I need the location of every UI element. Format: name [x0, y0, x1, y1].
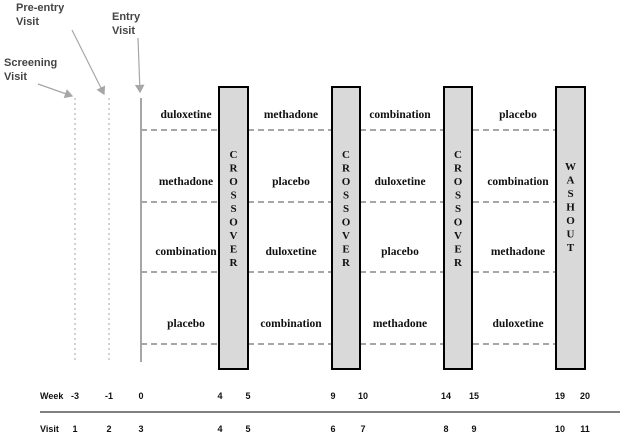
visit-row-label: Visit	[40, 424, 59, 434]
box-letter: O	[342, 217, 351, 229]
crossover-box	[331, 86, 361, 370]
box-letter: R	[454, 257, 463, 269]
box-letter: E	[342, 244, 349, 256]
box-letter: O	[229, 176, 238, 188]
week-value: 9	[330, 391, 335, 401]
box-letter: C	[454, 149, 462, 161]
box-letter: S	[230, 203, 236, 215]
treatment-label: placebo	[499, 109, 537, 121]
week-value: -3	[71, 391, 79, 401]
week-value: 15	[469, 391, 479, 401]
treatment-label: methadone	[373, 318, 427, 330]
visit-value: 6	[330, 424, 335, 434]
box-letter: S	[455, 203, 461, 215]
box-letter: O	[229, 217, 238, 229]
visit-value: 1	[72, 424, 77, 434]
week-row-label: Week	[40, 391, 64, 401]
treatment-label: combination	[369, 109, 431, 121]
box-letter: H	[566, 202, 575, 214]
box-letter: T	[567, 242, 575, 254]
pre-entry-visit-label: Pre-entry Visit	[16, 2, 67, 28]
visit-value: 10	[555, 424, 565, 434]
visit-value: 3	[138, 424, 143, 434]
box-letter: R	[342, 257, 351, 269]
box-letter: R	[230, 257, 239, 269]
box-letter: V	[230, 230, 238, 242]
washout-box	[555, 86, 586, 370]
crossover-box	[443, 86, 473, 370]
treatment-label: methadone	[491, 246, 545, 258]
box-letter: R	[454, 163, 463, 175]
box-letter: C	[342, 149, 350, 161]
entry-arrow	[134, 37, 145, 94]
treatment-label: placebo	[272, 176, 310, 188]
box-letter: S	[343, 190, 349, 202]
box-letter: U	[567, 229, 575, 241]
visit-value: 7	[360, 424, 365, 434]
box-letter: S	[230, 190, 236, 202]
week-value: 19	[555, 391, 565, 401]
box-letter: A	[567, 175, 575, 187]
box-letter: O	[342, 176, 351, 188]
treatment-label: methadone	[264, 109, 318, 121]
treatment-label: duloxetine	[374, 176, 425, 188]
entry-visit-label: Entry Visit	[112, 11, 143, 37]
treatment-label: combination	[487, 176, 549, 188]
treatment-label: duloxetine	[160, 109, 211, 121]
pre-entry-arrow	[71, 29, 106, 96]
box-letter: O	[566, 215, 575, 227]
visit-value: 5	[245, 424, 250, 434]
treatment-label: placebo	[167, 318, 205, 330]
week-value: 0	[138, 391, 143, 401]
week-ticks: -3 -1 0 4 5 9 10 14 15 19 20	[71, 391, 590, 401]
visit-ticks: 1 2 3 4 5 6 7 8 9 10 11	[72, 424, 589, 434]
treatment-label: methadone	[159, 176, 213, 188]
crossover-box	[218, 86, 249, 370]
week-value: 5	[245, 391, 250, 401]
screening-arrow	[37, 83, 74, 99]
treatment-label: duloxetine	[265, 246, 316, 258]
box-letter: R	[342, 163, 351, 175]
week-value: 10	[358, 391, 368, 401]
week-value: -1	[105, 391, 113, 401]
week-value: 4	[217, 391, 222, 401]
visit-value: 2	[106, 424, 111, 434]
treatment-label: placebo	[381, 246, 419, 258]
visit-value: 4	[217, 424, 222, 434]
week-value: 14	[441, 391, 451, 401]
box-letter: R	[230, 163, 239, 175]
treatment-label: combination	[260, 318, 322, 330]
treatment-label: duloxetine	[492, 318, 543, 330]
treatment-arms: duloxetine methadone combination placebo met…	[141, 109, 556, 345]
box-letter: V	[454, 230, 462, 242]
screening-visit-label: Screening Visit	[4, 57, 60, 83]
box-letter: S	[343, 203, 349, 215]
box-letter: V	[342, 230, 350, 242]
box-letter: O	[454, 217, 463, 229]
visit-value: 8	[443, 424, 448, 434]
box-letter: C	[230, 149, 238, 161]
box-letter: W	[565, 161, 576, 173]
treatment-label: combination	[155, 246, 217, 258]
box-letter: S	[567, 188, 573, 200]
box-letter: S	[455, 190, 461, 202]
visit-value: 9	[471, 424, 476, 434]
week-value: 20	[580, 391, 590, 401]
box-letter: E	[454, 244, 461, 256]
box-letter: E	[230, 244, 237, 256]
visit-value: 11	[580, 424, 590, 434]
box-letter: O	[454, 176, 463, 188]
